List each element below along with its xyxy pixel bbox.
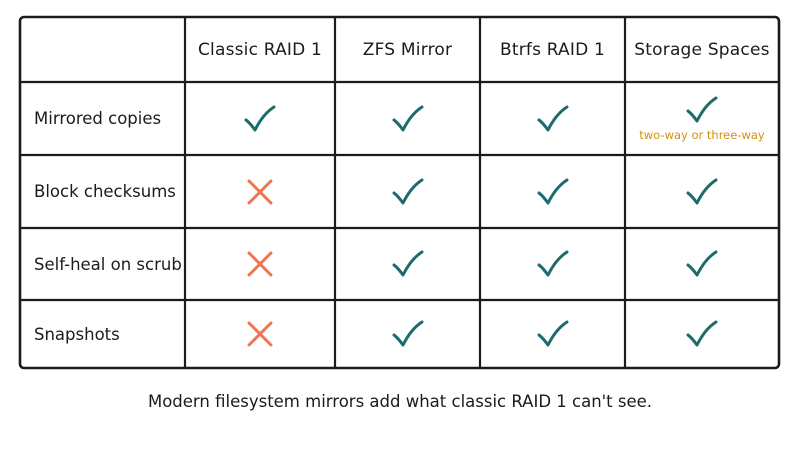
cross-icon — [243, 249, 277, 279]
checkmark-icon — [685, 249, 719, 279]
row-label: Mirrored copies — [34, 109, 162, 128]
checkmark-icon — [391, 104, 425, 134]
table-cell — [335, 228, 480, 300]
corner-cell — [20, 17, 185, 82]
row-label: Self-heal on scrub — [34, 254, 182, 274]
table-cell — [185, 82, 335, 155]
checkmark-icon — [391, 177, 425, 207]
table-cell — [185, 228, 335, 300]
checkmark-icon — [685, 95, 719, 125]
checkmark-icon — [536, 319, 570, 349]
table-cell — [335, 155, 480, 228]
cell-note: two-way or three-way — [639, 128, 765, 142]
checkmark-icon — [536, 104, 570, 134]
table-cell — [625, 300, 779, 368]
column-header: Btrfs RAID 1 — [499, 39, 606, 60]
table-cell — [480, 228, 625, 300]
table-cell — [185, 300, 335, 368]
table-cell — [185, 155, 335, 228]
checkmark-icon — [243, 104, 277, 134]
table-border — [18, 15, 781, 370]
table-cell — [480, 82, 625, 155]
checkmark-icon — [536, 249, 570, 279]
checkmark-icon — [391, 319, 425, 349]
row-label: Snapshots — [34, 324, 120, 344]
checkmark-icon — [536, 177, 570, 207]
table-cell — [625, 155, 779, 228]
checkmark-icon — [391, 249, 425, 279]
table-cell: two-way or three-way — [625, 82, 779, 155]
table-cell — [480, 300, 625, 368]
column-header: Classic RAID 1 — [197, 39, 323, 60]
table-cell — [335, 300, 480, 368]
table-cell — [480, 155, 625, 228]
caption: Modern filesystem mirrors add what class… — [147, 392, 653, 411]
checkmark-icon — [685, 319, 719, 349]
column-header: Storage Spaces — [634, 39, 770, 60]
cross-icon — [243, 319, 277, 349]
column-header: ZFS Mirror — [362, 39, 453, 60]
row-label: Block checksums — [34, 182, 176, 201]
table-cell — [335, 82, 480, 155]
checkmark-icon — [685, 177, 719, 207]
cross-icon — [243, 177, 277, 207]
table-cell — [625, 228, 779, 300]
